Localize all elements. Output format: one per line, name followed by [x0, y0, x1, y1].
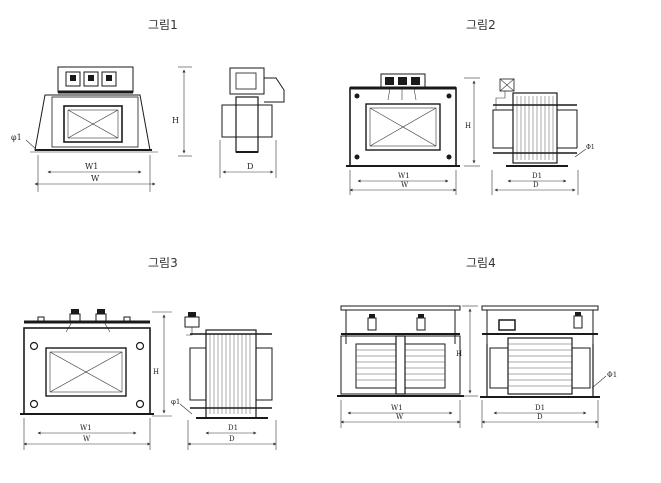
figure-1-phi-label: φ1: [11, 133, 22, 142]
figure-2-w1-label: W1: [398, 172, 410, 180]
figure-1-d-label: D: [247, 162, 253, 171]
figure-1-h-label: H: [172, 116, 179, 125]
figure-4-w1-label: W1: [391, 404, 403, 412]
figure-4-front-view: [337, 305, 464, 397]
figure-4-side-view: [480, 305, 600, 398]
figure-4-w-label: W: [396, 413, 404, 421]
figure-3-terminal-rail: [24, 309, 150, 333]
figure-3-h-label: H: [153, 368, 159, 376]
figure-4-phi-label: Φ1: [607, 371, 617, 379]
figure-1-core-front: [30, 94, 158, 153]
figure-3-phi-label: φ1: [171, 398, 180, 406]
figure-1-terminal-block: [57, 66, 134, 94]
figure-1-w-label: W: [91, 174, 100, 183]
figure-3-side-view: [184, 312, 273, 419]
figure-3-w-label: W: [83, 435, 91, 443]
figure-2-phi-label: Φ1: [586, 144, 595, 151]
figure-4-d1-label: D1: [535, 404, 545, 412]
figure-4-drawing: W1 W H: [337, 305, 617, 428]
figure-2-drawing: W1 W H: [346, 73, 595, 195]
figure-4-h-label: H: [456, 350, 462, 358]
figure-3-drawing: W1 W H: [20, 309, 277, 450]
figure-1-title: 그림1: [148, 18, 178, 32]
figure-2-d-label: D: [533, 181, 539, 189]
figure-3-d-label: D: [229, 435, 235, 443]
figure-3-title: 그림3: [148, 256, 178, 270]
figure-2-d1-label: D1: [532, 172, 542, 180]
figure-3-d1-label: D1: [228, 424, 238, 432]
figure-1-side-view: [221, 67, 285, 153]
figure-4-title: 그림4: [466, 256, 496, 270]
figure-2-title: 그림2: [466, 18, 496, 32]
figure-4-d-label: D: [537, 413, 543, 421]
figure-3-w1-label: W1: [80, 424, 92, 432]
figure-2-core-front: [346, 86, 460, 167]
figure-3-core-front: [20, 327, 154, 415]
figure-2-h-label: H: [465, 122, 471, 130]
figure-2-w-label: W: [401, 181, 409, 189]
figure-1-w1-label: W1: [85, 162, 98, 171]
figure-1-drawing: φ1 W1 W H: [11, 66, 285, 192]
figure-2-side-view: [492, 78, 578, 167]
